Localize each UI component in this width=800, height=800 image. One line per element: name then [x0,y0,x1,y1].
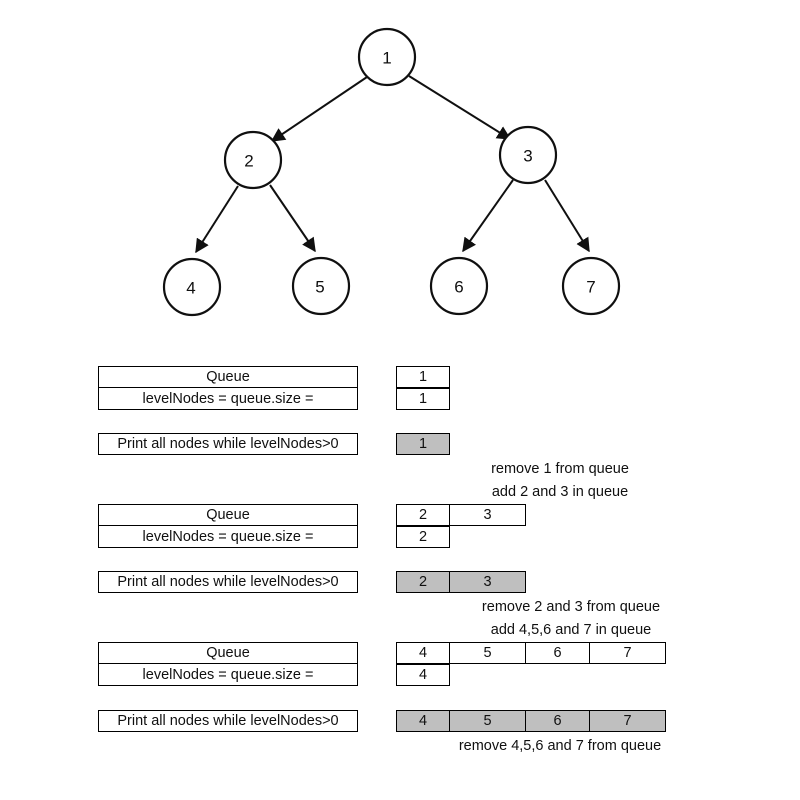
levelnodes-cell: 2 [396,525,450,548]
levelnodes-cell: 1 [396,387,450,410]
queue-header-label: Queue [98,642,358,664]
levelnodes-label: levelNodes = queue.size = [98,664,358,686]
step1-print-table: Print all nodes while levelNodes>0 [98,433,358,455]
step1-queue-table: Queue levelNodes = queue.size = [98,366,358,410]
node-circle [561,256,621,316]
node-circle [429,256,489,316]
step2-note-1: remove 2 and 3 from queue [481,599,661,615]
node-label: 1 [382,49,391,68]
queue-header-label: Queue [98,366,358,388]
print-cell: 3 [450,571,526,593]
tree-node-3: 3 [498,125,558,185]
step1-queue-cells: 1 [396,366,450,388]
queue-cell: 3 [450,504,526,526]
step3-levelnodes-cells: 4 [396,663,450,686]
queue-header-label: Queue [98,504,358,526]
queue-cell: 1 [396,366,450,388]
queue-cell: 4 [396,642,450,664]
levelnodes-label: levelNodes = queue.size = [98,388,358,410]
step2-print-table: Print all nodes while levelNodes>0 [98,571,358,593]
queue-cell: 7 [590,642,666,664]
step3-print-cells: 4 5 6 7 [396,710,666,732]
step3-queue-cells: 4 5 6 7 [396,642,666,664]
tree-edges [195,75,590,254]
tree-node-1: 1 [357,27,417,87]
tree-node-4: 4 [162,257,222,317]
print-cell: 5 [450,710,526,732]
tree-node-6: 6 [429,256,489,316]
print-label: Print all nodes while levelNodes>0 [98,433,358,455]
print-cell: 1 [396,433,450,455]
queue-cell: 5 [450,642,526,664]
edge-2-to-4 [195,185,239,254]
tree-nodes: 1 2 3 4 5 6 7 [162,27,621,317]
node-label: 2 [244,152,253,171]
print-cell: 2 [396,571,450,593]
print-label: Print all nodes while levelNodes>0 [98,710,358,732]
print-cell: 6 [526,710,590,732]
node-circle [223,130,283,190]
node-circle [162,257,222,317]
step1-print-cells: 1 [396,433,450,455]
node-label: 5 [315,278,324,297]
tree-node-5: 5 [291,256,351,316]
step3-queue-table: Queue levelNodes = queue.size = [98,642,358,686]
step1-note-1: remove 1 from queue [491,461,629,477]
step1-levelnodes-cells: 1 [396,387,450,410]
levelnodes-cell: 4 [396,663,450,686]
edge-3-to-6 [462,179,514,253]
step2-levelnodes-cells: 2 [396,525,450,548]
edge-1-to-2 [270,76,368,142]
node-label: 4 [186,279,195,298]
queue-cell: 6 [526,642,590,664]
edge-2-to-5 [269,184,316,253]
step3-note-1: remove 4,5,6 and 7 from queue [458,738,662,754]
node-circle [498,125,558,185]
step2-print-cells: 2 3 [396,571,526,593]
tree-node-7: 7 [561,256,621,316]
step3-print-table: Print all nodes while levelNodes>0 [98,710,358,732]
node-label: 6 [454,278,463,297]
node-circle [357,27,417,87]
tree-node-2: 2 [223,130,283,190]
queue-cell: 2 [396,504,450,526]
print-cell: 4 [396,710,450,732]
levelnodes-label: levelNodes = queue.size = [98,526,358,548]
print-cell: 7 [590,710,666,732]
node-label: 7 [586,278,595,297]
step2-queue-table: Queue levelNodes = queue.size = [98,504,358,548]
step2-note-2: add 4,5,6 and 7 in queue [490,622,652,638]
edge-3-to-7 [544,179,590,253]
step2-queue-cells: 2 3 [396,504,526,526]
node-label: 3 [523,147,532,166]
step1-note-2: add 2 and 3 in queue [491,484,629,500]
edge-1-to-3 [408,75,512,140]
binary-tree-diagram: 1 2 3 4 5 6 7 [162,27,621,317]
node-circle [291,256,351,316]
print-label: Print all nodes while levelNodes>0 [98,571,358,593]
